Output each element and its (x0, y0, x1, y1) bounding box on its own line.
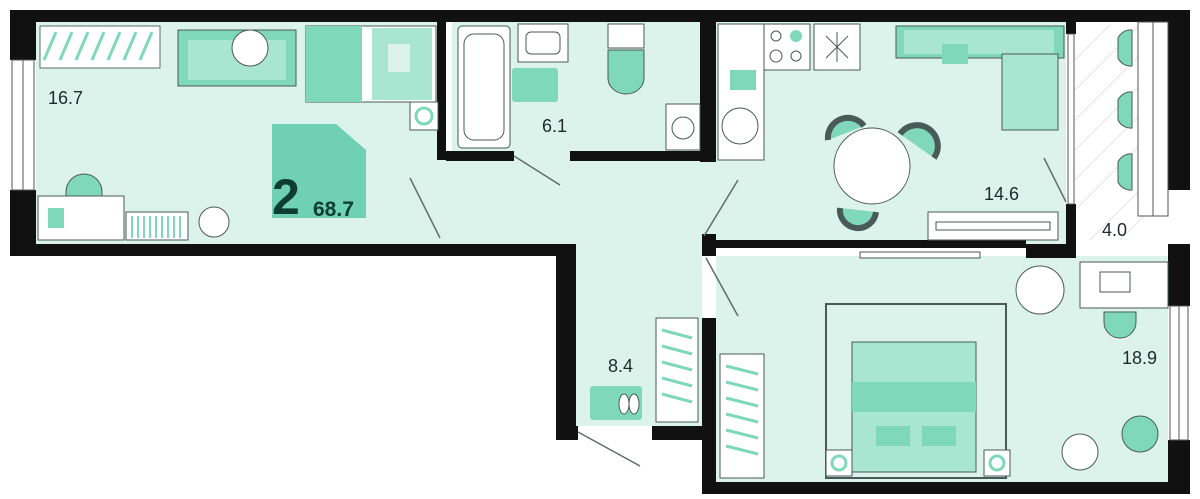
living-left-furniture (37, 25, 439, 241)
wall-bath-bottom-right (570, 151, 706, 161)
wall-bedroom-left (702, 318, 716, 494)
windows (11, 21, 1189, 441)
area-bedroom: 18.9 (1122, 348, 1157, 368)
area-hallway: 8.4 (608, 356, 633, 376)
chair-icon (1117, 91, 1133, 129)
shoe-mat (590, 386, 642, 420)
wall-balcony-partition-lower (1066, 204, 1076, 250)
wall-hallway-left (556, 244, 576, 440)
chair-icon (65, 173, 103, 197)
total-area: 68.7 (313, 198, 354, 221)
wall-balcony-partition-upper (1066, 22, 1076, 34)
door-icon (705, 257, 739, 317)
wall-hallway-bottom-left (556, 426, 578, 440)
wall-bottom-left (10, 244, 570, 256)
rooms-count: 2 (272, 169, 300, 225)
wall-living-right-upper (437, 22, 446, 160)
wall-right-bedroom-top (1168, 244, 1190, 306)
wall-bedroom-bottom (702, 482, 1190, 494)
wardrobe-icon (39, 25, 161, 69)
stove-icon (763, 23, 811, 71)
area-living-left: 16.7 (48, 88, 83, 108)
wall-hallway-bottom-right (652, 426, 716, 440)
wall-kitchen-bottom (716, 240, 1026, 248)
wall-top-left (10, 10, 440, 22)
walls (10, 10, 1190, 494)
wall-right-upper (1168, 10, 1190, 190)
wall-bath-right (700, 22, 716, 162)
area-badge: 2 68.7 (272, 124, 366, 225)
window-icon (1067, 33, 1075, 205)
wall-kitchen-bottom-right (1026, 244, 1076, 258)
radiator (859, 251, 981, 259)
door-icon (577, 431, 641, 467)
wall-top-kitchen (716, 10, 1176, 22)
kitchen-furniture (717, 23, 1065, 241)
plant-icon (1061, 433, 1099, 471)
hallway-furniture (590, 317, 699, 423)
bathroom-furniture (457, 23, 701, 151)
rug (825, 303, 1007, 479)
door-icon (1043, 157, 1067, 203)
door-icon (703, 179, 739, 237)
balcony-furniture (1117, 29, 1133, 191)
floor-corridor (440, 155, 716, 244)
doors (409, 155, 1067, 467)
chair-icon (897, 122, 941, 160)
area-bathroom: 6.1 (542, 116, 567, 136)
plant-icon (231, 29, 269, 67)
kitchen-sink-icon (721, 107, 759, 145)
toilet-icon (607, 23, 645, 49)
nightstand-icon (409, 101, 439, 131)
dining-table-icon (833, 127, 911, 205)
plant-icon (198, 206, 230, 238)
chair-icon (1117, 153, 1133, 191)
bedroom-furniture (719, 251, 1169, 479)
wall-left-upper (10, 10, 36, 60)
nightstand-icon (983, 449, 1011, 477)
bath-mat (512, 68, 558, 102)
nightstand-icon (825, 449, 853, 477)
chair-icon (836, 207, 879, 232)
wall-bath-bottom-left (446, 151, 514, 161)
chair-icon (1103, 311, 1137, 339)
washing-machine-icon (665, 103, 701, 151)
area-kitchen: 14.6 (984, 184, 1019, 204)
wall-right-bedroom-bottom (1168, 440, 1190, 494)
door-icon (513, 155, 561, 186)
area-balcony: 4.0 (1102, 220, 1127, 240)
wall-kitchen-left-stub (702, 234, 716, 256)
plant-icon (1015, 265, 1065, 315)
chair-icon (824, 114, 867, 141)
chair-icon (1117, 29, 1133, 67)
door-icon (409, 177, 441, 239)
wall-top-bath (440, 10, 716, 22)
round-table-icon (1121, 415, 1159, 453)
area-labels: 16.7 6.1 14.6 4.0 8.4 18.9 (48, 88, 1157, 376)
